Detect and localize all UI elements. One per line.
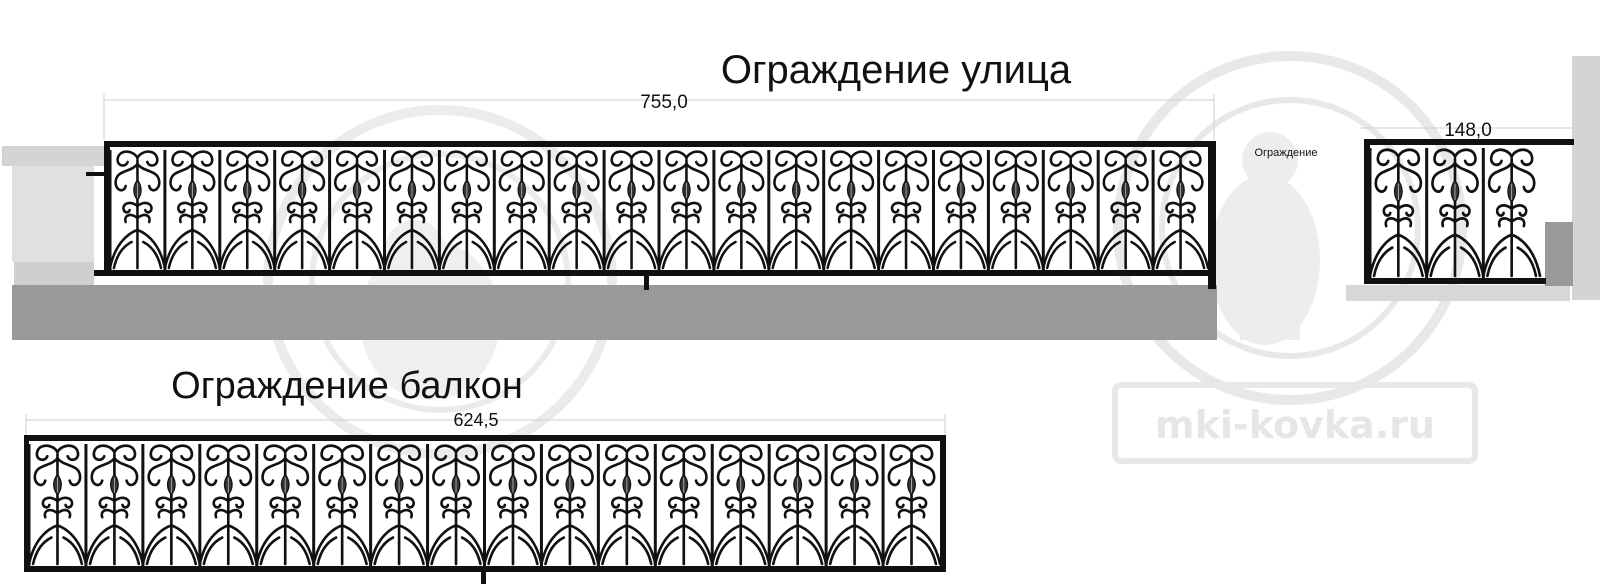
street-picket-post bbox=[986, 150, 990, 270]
street-picket-post bbox=[437, 150, 441, 270]
street-picket bbox=[657, 150, 716, 270]
balcony-picket bbox=[84, 444, 145, 566]
street-picket-post bbox=[712, 150, 716, 270]
street-picket-post bbox=[657, 150, 661, 270]
side-picket bbox=[1425, 148, 1485, 278]
balcony-picket-post bbox=[27, 444, 31, 566]
balcony-picket bbox=[767, 444, 828, 566]
street-picket-post bbox=[1041, 150, 1045, 270]
street-picket-post bbox=[383, 150, 386, 270]
street-picket bbox=[1096, 150, 1155, 270]
balcony-picket bbox=[426, 444, 486, 566]
balcony-picket-post bbox=[710, 444, 714, 566]
street-picket bbox=[987, 150, 1045, 270]
balcony-dimension: 624,5 bbox=[453, 410, 498, 430]
balcony-picket-post bbox=[369, 444, 373, 566]
balcony-picket-post bbox=[596, 444, 600, 566]
street-picket-post bbox=[822, 150, 826, 270]
balcony-picket bbox=[369, 444, 429, 566]
balcony-picket bbox=[312, 444, 372, 566]
street-picket-post bbox=[1096, 150, 1100, 270]
street-side-dimension: 148,0 bbox=[1444, 120, 1492, 141]
balcony-picket-post bbox=[824, 444, 828, 566]
street-picket-post bbox=[932, 150, 935, 270]
street-picket-post bbox=[547, 150, 551, 270]
street-picket bbox=[1042, 150, 1100, 270]
balcony-picket-post bbox=[312, 444, 316, 566]
street-picket bbox=[108, 150, 167, 270]
balcony-picket-post bbox=[653, 444, 657, 566]
side-picket-row bbox=[1368, 148, 1542, 278]
street-picket-post bbox=[1151, 150, 1155, 270]
street-picket-post bbox=[273, 150, 277, 270]
left-pillar bbox=[2, 146, 104, 285]
street-picket bbox=[822, 150, 880, 270]
balcony-picket bbox=[483, 444, 543, 566]
street-picket bbox=[163, 150, 222, 270]
balcony-picket-post bbox=[767, 444, 771, 566]
balcony-picket bbox=[597, 444, 657, 566]
street-dimension-line bbox=[103, 94, 1215, 140]
street-picket-post bbox=[492, 150, 496, 270]
street-side-fence bbox=[1346, 56, 1600, 301]
balcony-picket bbox=[540, 444, 600, 566]
balcony-picket-post bbox=[539, 444, 543, 566]
watermark-seal-right: mki-kovka.ru bbox=[1112, 51, 1478, 464]
balcony-picket-post bbox=[84, 444, 88, 566]
street-side-label: Ограждение bbox=[1254, 147, 1317, 159]
balcony-picket bbox=[255, 444, 316, 566]
balcony-picket-post bbox=[483, 444, 486, 566]
side-picket-post bbox=[1425, 148, 1429, 278]
balcony-picket bbox=[141, 444, 202, 566]
balcony-dimension-line bbox=[25, 414, 946, 436]
street-picket-row bbox=[108, 150, 1210, 270]
street-picket-post bbox=[602, 150, 606, 270]
street-picket bbox=[877, 150, 935, 270]
street-title: Ограждение улица bbox=[721, 48, 1072, 92]
balcony-picket-post bbox=[255, 444, 259, 566]
street-picket-post bbox=[328, 150, 332, 270]
balcony-picket-post bbox=[198, 444, 202, 566]
street-picket bbox=[932, 150, 990, 270]
balcony-picket bbox=[198, 444, 259, 566]
street-picket-post bbox=[108, 150, 112, 270]
side-picket-post bbox=[1481, 148, 1485, 278]
street-picket bbox=[767, 150, 826, 270]
balcony-picket bbox=[710, 444, 771, 566]
street-picket-post bbox=[767, 150, 771, 270]
street-picket-post bbox=[877, 150, 881, 270]
balcony-picket-post bbox=[141, 444, 145, 566]
balcony-picket-row bbox=[27, 444, 942, 566]
balcony-picket bbox=[881, 444, 942, 566]
balcony-picket bbox=[27, 444, 88, 566]
watermark-text: mki-kovka.ru bbox=[1155, 403, 1435, 447]
side-picket bbox=[1481, 148, 1542, 278]
balcony-title: Ограждение балкон bbox=[171, 365, 523, 407]
balcony-picket-post bbox=[881, 444, 885, 566]
balcony-fence bbox=[24, 435, 946, 584]
street-main-fence bbox=[86, 141, 1216, 290]
side-picket-post bbox=[1368, 148, 1372, 278]
ground-strip bbox=[12, 285, 1217, 340]
balcony-picket-post bbox=[426, 444, 430, 566]
street-picket-post bbox=[218, 150, 222, 270]
street-main-dimension: 755,0 bbox=[640, 92, 688, 113]
street-picket bbox=[712, 150, 771, 270]
street-picket-post bbox=[163, 150, 167, 270]
balcony-picket bbox=[824, 444, 885, 566]
balcony-picket bbox=[653, 444, 714, 566]
